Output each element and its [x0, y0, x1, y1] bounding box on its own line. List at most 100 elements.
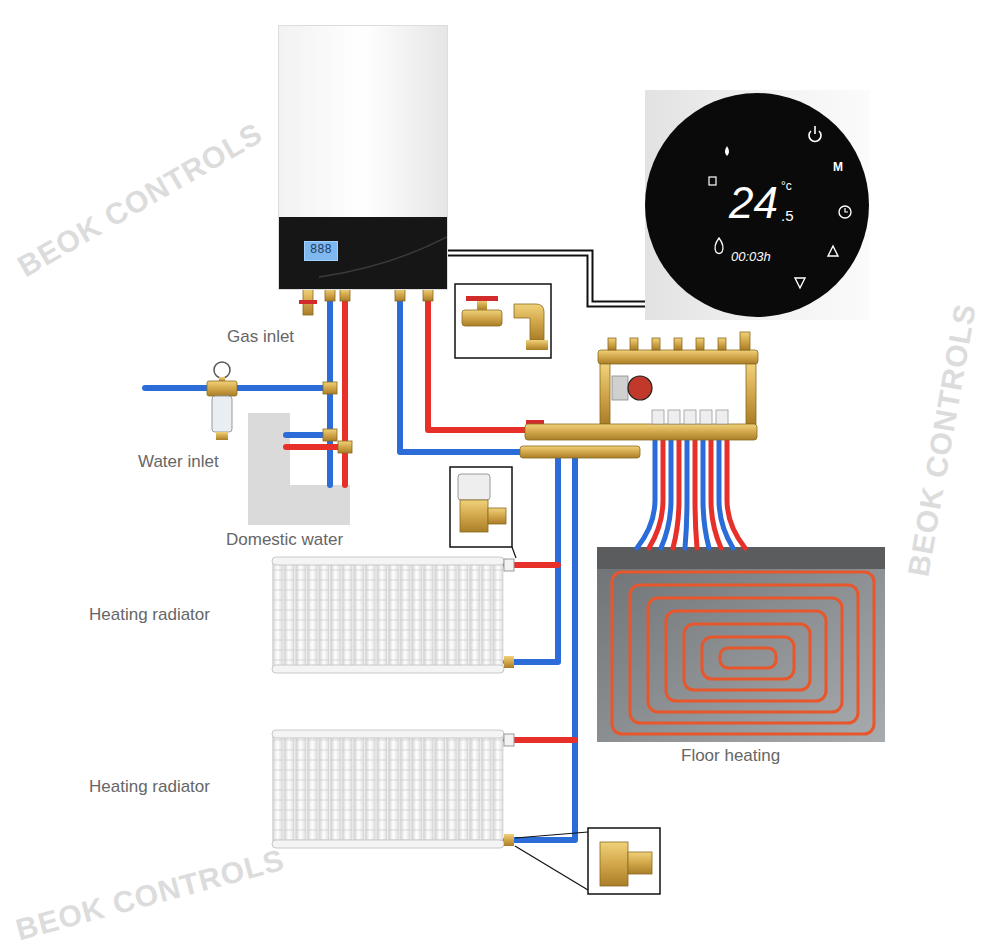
domestic-water-block — [248, 413, 350, 525]
floor-photo — [648, 598, 842, 712]
thermostat-face — [828, 246, 838, 256]
pipes — [342, 296, 348, 485]
watermark: BEOK CONTROLS — [12, 842, 288, 947]
thermostat-face — [839, 206, 851, 218]
display-text: M — [833, 161, 843, 175]
fittings — [323, 382, 337, 394]
manifold — [718, 338, 726, 350]
floor-photo — [612, 572, 874, 734]
floor-loops — [673, 440, 679, 548]
fittings — [325, 289, 335, 301]
manifold — [520, 446, 640, 458]
part-label: Heating radiator — [88, 777, 211, 797]
display-text: 24 — [729, 178, 778, 229]
pipes — [145, 385, 330, 391]
heating-radiator — [272, 557, 514, 848]
heating-radiator — [272, 665, 504, 673]
valve-callout — [450, 467, 512, 547]
fittings — [323, 429, 337, 441]
manifold — [700, 410, 712, 424]
manifold — [716, 410, 728, 424]
valve-callout — [526, 340, 548, 350]
valve-callout — [458, 474, 490, 500]
fittings — [423, 289, 433, 301]
valve-callout — [628, 852, 652, 874]
water-filter — [212, 396, 232, 432]
water-filter — [207, 362, 237, 440]
watermark: BEOK CONTROLS — [11, 115, 268, 284]
thermostat-face — [709, 177, 716, 185]
manifold — [740, 332, 750, 350]
floor-photo — [597, 547, 885, 742]
valve-callout — [515, 832, 588, 838]
control-wire — [448, 253, 645, 304]
manifold — [684, 410, 696, 424]
pipes — [506, 458, 575, 840]
floor-photo — [630, 585, 858, 723]
fittings — [299, 300, 317, 304]
pipes — [286, 444, 345, 450]
display-text: °c — [781, 180, 792, 194]
heating-radiator — [504, 834, 514, 846]
display-text: 00:03h — [731, 250, 771, 265]
floor-loops — [661, 440, 671, 548]
valve-callout — [460, 500, 488, 532]
thermostat: 24°c .5 00:03h M — [645, 90, 870, 320]
floor-photo — [612, 572, 874, 734]
manifold — [652, 338, 660, 350]
fittings — [526, 420, 544, 424]
part-label: Heating radiator — [88, 605, 211, 625]
thermostat-face — [715, 238, 723, 254]
watermark: BEOK CONTROLS — [900, 301, 983, 579]
manifold — [668, 410, 680, 424]
floor-photo — [720, 648, 776, 668]
manifold — [525, 424, 757, 440]
manifold — [598, 350, 758, 364]
heating-radiator — [272, 557, 504, 565]
heating-radiator — [272, 730, 504, 738]
manifold — [612, 376, 628, 400]
fittings — [340, 289, 350, 301]
floor-loops — [649, 440, 663, 548]
manifold — [608, 338, 616, 350]
valve-callout — [477, 300, 487, 310]
part-label: Gas inlet — [226, 327, 295, 347]
valve-callout — [488, 508, 506, 524]
manifold — [652, 410, 664, 424]
floor-photo — [597, 547, 885, 569]
heating-radiator — [272, 730, 504, 848]
heating-radiator — [272, 840, 504, 848]
floor-photo — [597, 547, 885, 742]
control-panel: 888 — [279, 217, 447, 289]
fittings — [395, 289, 405, 301]
heating-radiator — [504, 559, 514, 571]
domestic-water-block — [248, 413, 350, 525]
manifold — [746, 364, 756, 424]
manifold — [696, 338, 704, 350]
water-filter — [214, 362, 230, 378]
manifold — [674, 338, 682, 350]
thermostat-face — [845, 208, 848, 212]
thermostat-face — [645, 93, 869, 317]
control-wire — [448, 253, 645, 304]
fittings — [338, 441, 352, 453]
heating-radiator — [504, 734, 514, 746]
floor-loops — [695, 440, 697, 548]
gas-boiler: 888 — [278, 25, 448, 290]
floor-photo — [666, 611, 826, 701]
valve-callout — [512, 547, 516, 558]
valve-callout — [600, 842, 628, 886]
manifold — [630, 338, 638, 350]
valve-callout — [466, 296, 498, 301]
thermostat-face — [725, 146, 729, 156]
heating-radiator — [272, 557, 504, 673]
valve-callout — [514, 304, 544, 340]
display-digits: 888 — [310, 244, 332, 258]
display-text: .5 — [781, 207, 794, 224]
valve-callout — [455, 284, 551, 358]
floor-photo — [702, 637, 794, 679]
pipes — [506, 737, 575, 743]
water-filter — [207, 381, 237, 396]
valve-callout — [515, 846, 588, 890]
